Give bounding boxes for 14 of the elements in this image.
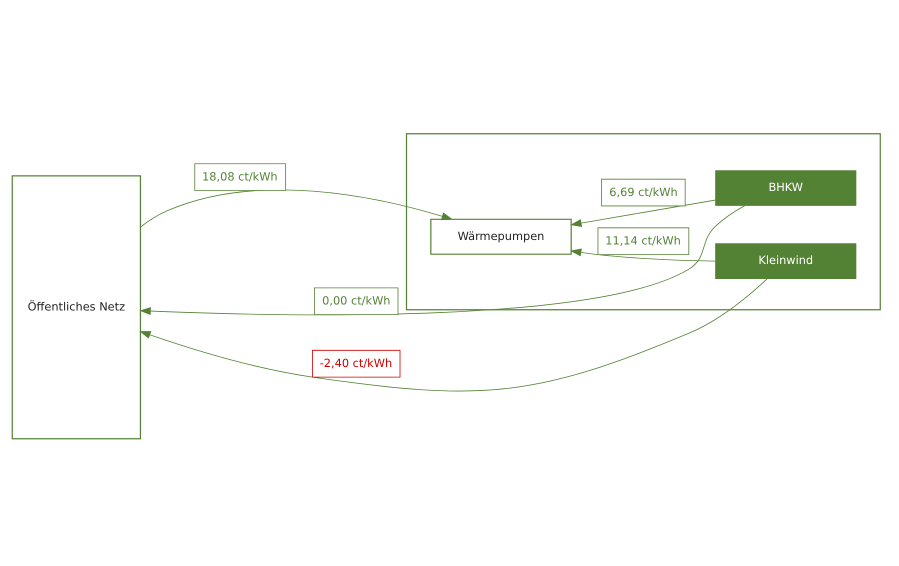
edge-label: 18,08 ct/kWh — [202, 170, 278, 184]
node-box: Öffentliches Netz — [12, 175, 142, 440]
edge-label: 0,00 ct/kWh — [322, 294, 390, 308]
arrow — [570, 248, 716, 262]
node-box: Wärmepumpen — [430, 218, 572, 255]
cluster — [406, 133, 881, 310]
edge-label: 6,69 ct/kWh — [609, 184, 678, 199]
node-box: BHKW — [715, 170, 856, 206]
edge-label: -2,40 ct/kWh — [320, 356, 392, 370]
arrow — [570, 200, 716, 227]
arrow — [140, 190, 453, 228]
node-box: Kleinwind — [715, 243, 856, 279]
arrow — [139, 278, 768, 392]
edge-label: 11,14 ct/kWh — [605, 234, 681, 248]
